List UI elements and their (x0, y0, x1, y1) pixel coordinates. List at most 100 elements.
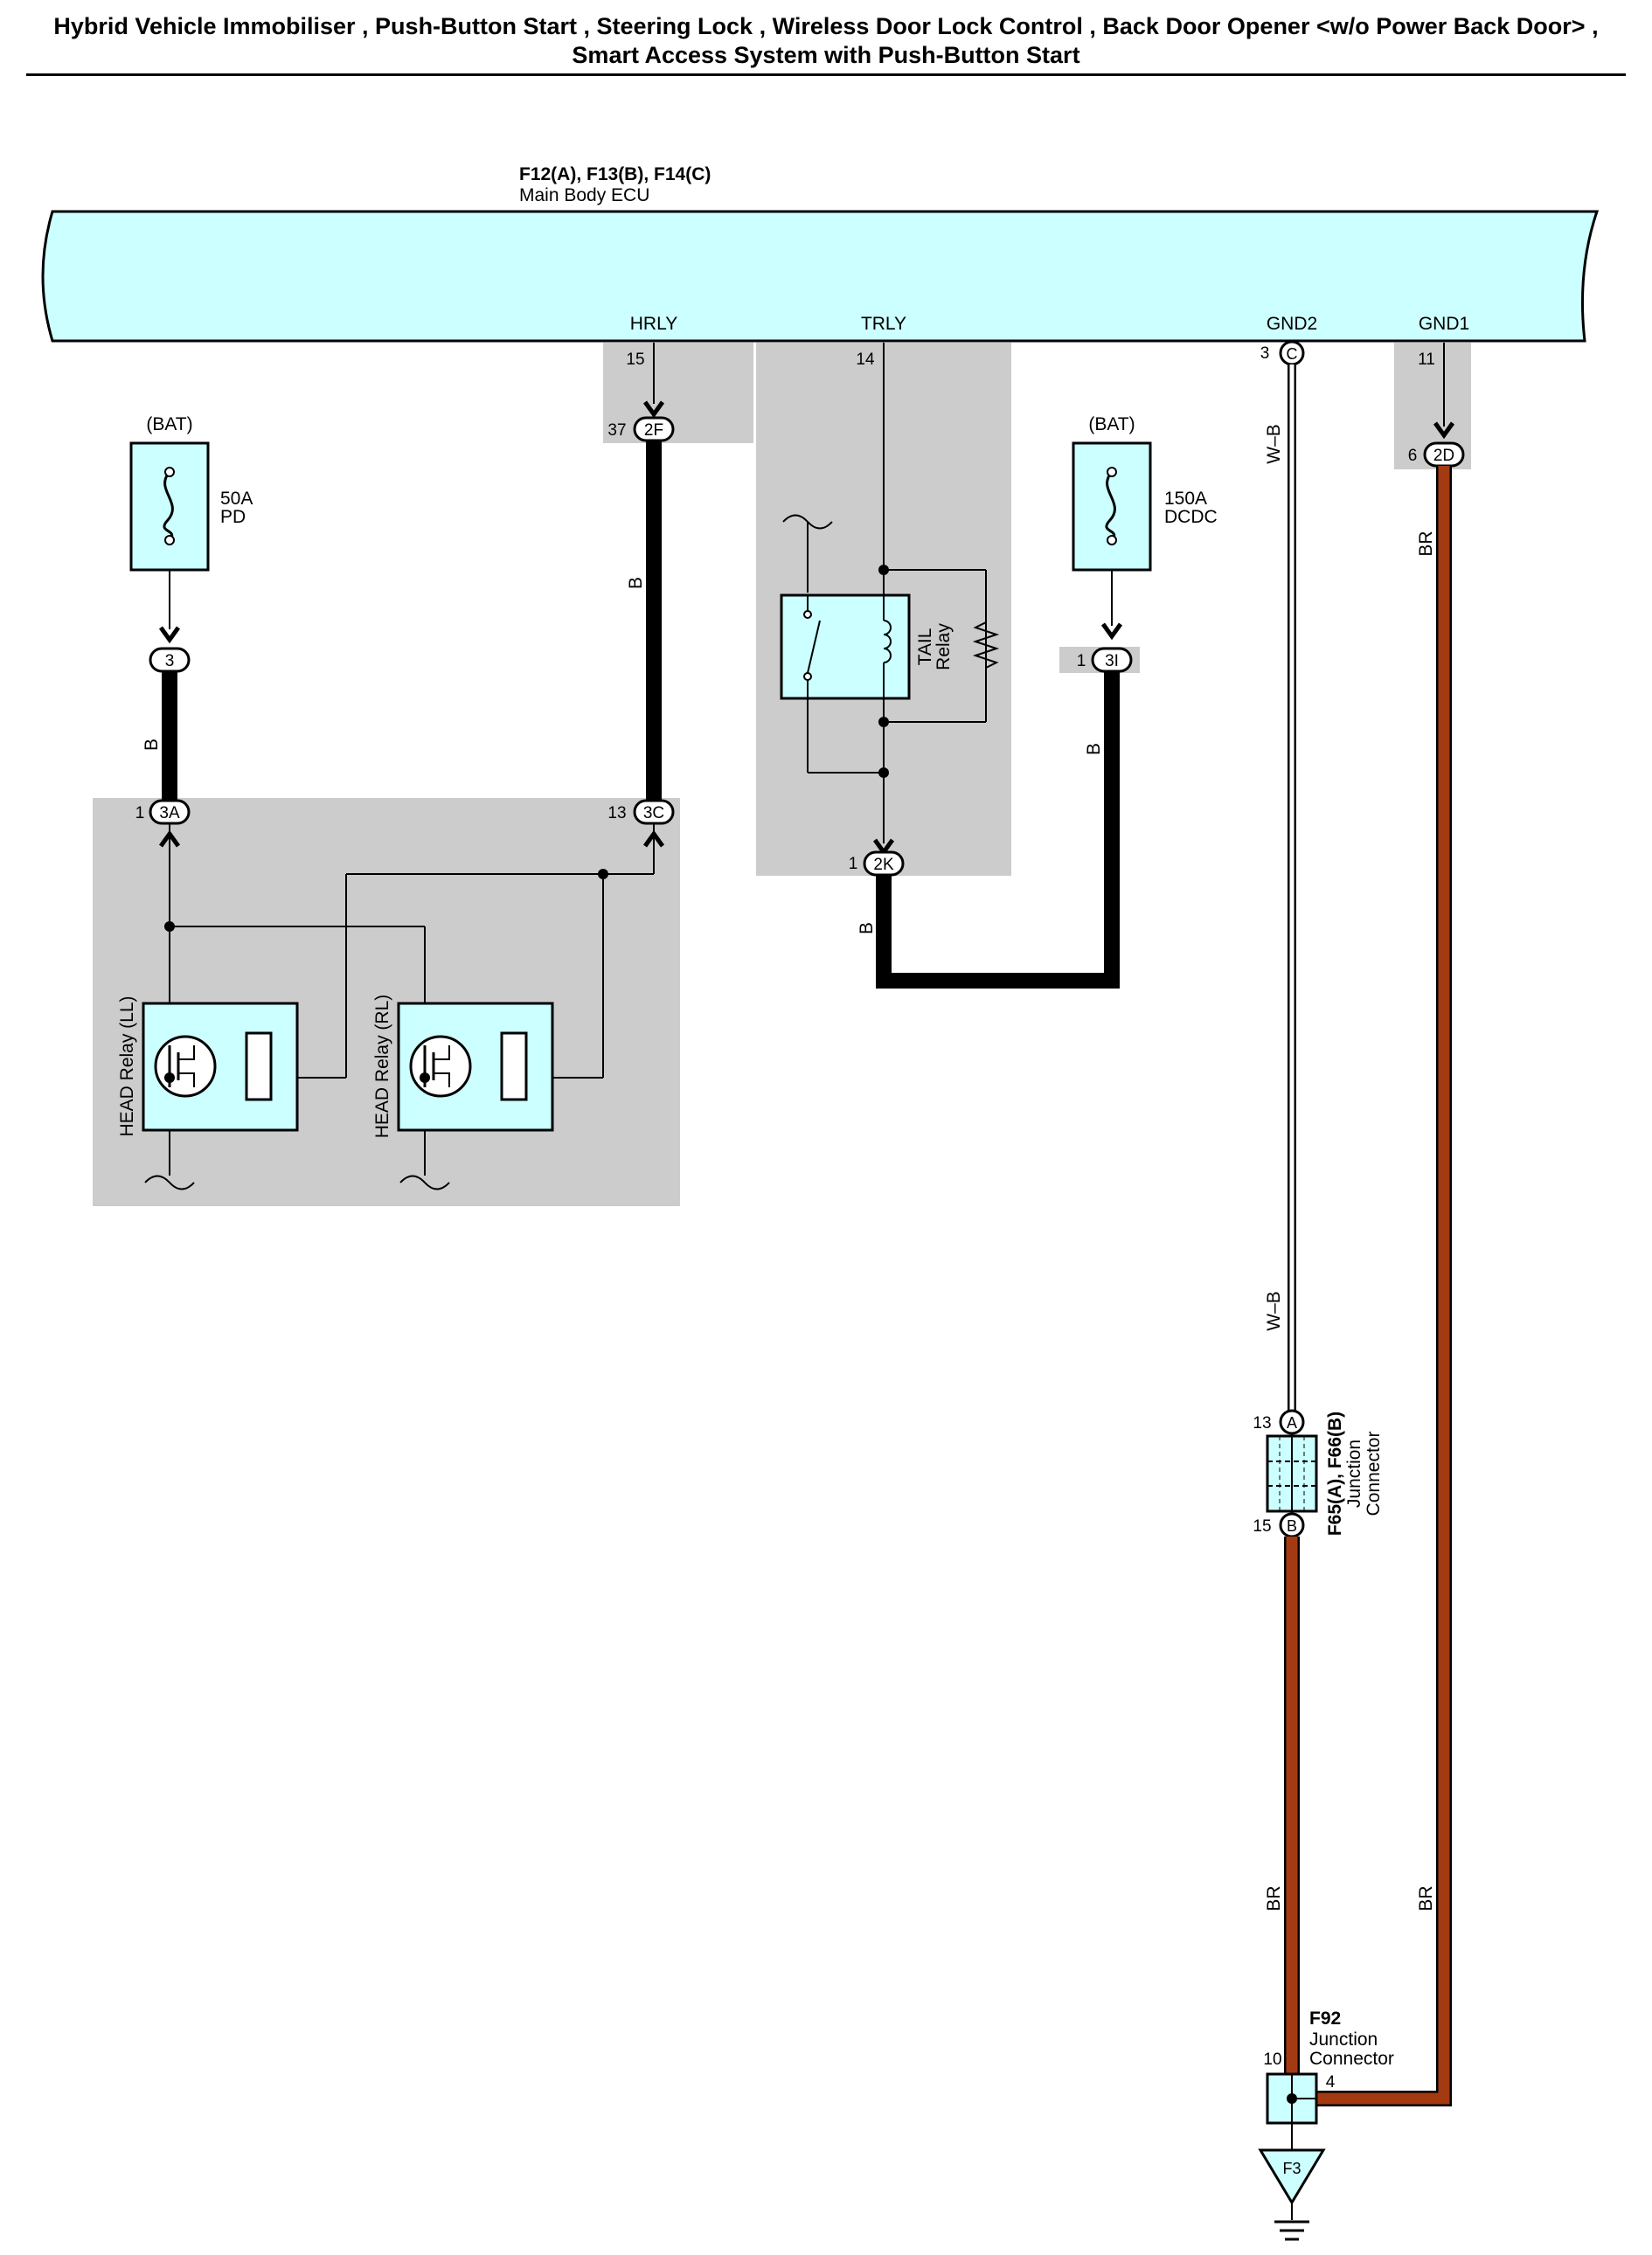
pin-gnd2: 3 (1260, 344, 1270, 363)
pin-f92-10: 10 (1263, 2050, 1281, 2069)
fuse-dcdc-element-icon (1105, 470, 1116, 541)
connector-3a: 3A (149, 799, 191, 825)
pin-f92-4: 4 (1326, 2073, 1336, 2092)
connector-b: B (1279, 1512, 1305, 1538)
connector-3i: 3I (1091, 647, 1133, 673)
fuse-dcdc: (BAT) 150A DCDC (1072, 414, 1218, 572)
f92-line1: Junction (1309, 2030, 1378, 2050)
wire-label-br3: BR (1416, 1885, 1436, 1911)
pin-3i: 1 (1077, 652, 1086, 670)
connector-2d-label: 2D (1433, 447, 1454, 465)
wire-br-gnd1 (1316, 466, 1452, 2106)
wire-label-br2: BR (1416, 531, 1436, 556)
tail-relay: TAIL Relay (780, 593, 954, 700)
tail-relay-switch-icon (807, 620, 821, 674)
ecu-name: Main Body ECU (519, 185, 649, 205)
title-line-2: Smart Access System with Push-Button Sta… (572, 42, 1080, 68)
connector-c-label: C (1287, 345, 1298, 363)
wire-label-b1: B (142, 739, 162, 751)
resistor-icon (972, 616, 1000, 673)
diagram-title: Hybrid Vehicle Immobiliser , Push-Button… (0, 12, 1652, 70)
pin-jc-a: 13 (1253, 1414, 1271, 1433)
connector-a: A (1279, 1409, 1305, 1435)
wire-label-b3: B (857, 922, 877, 934)
wire-label-br1: BR (1264, 1885, 1284, 1911)
fuse-dcdc-name: DCDC (1164, 507, 1218, 527)
connector-2f-label: 2F (644, 421, 663, 440)
wire-label-b4: B (1084, 743, 1104, 755)
transistor-rl-icon (409, 1035, 472, 1098)
fuse-pd-element-icon (163, 470, 174, 541)
title-line-1: Hybrid Vehicle Immobiliser , Push-Button… (53, 13, 1599, 39)
pin-2k: 1 (849, 855, 858, 873)
head-relay-ll: HEAD Relay (LL) (117, 996, 299, 1137)
connector-3: 3 (149, 647, 191, 673)
fuse-pd-source: (BAT) (146, 414, 192, 434)
wire-b-trly (876, 670, 1120, 989)
fuse-pd: (BAT) 50A PD (129, 414, 253, 572)
connector-b-label: B (1287, 1517, 1297, 1535)
pin-2d: 6 (1408, 447, 1418, 465)
junction-connector-line2: Connector (1364, 1432, 1384, 1516)
connector-2f: 2F (633, 416, 675, 442)
shaded-regions (93, 343, 1471, 1206)
fuse-dcdc-box (1072, 441, 1152, 572)
coil-ll (245, 1031, 273, 1101)
junction-connector-f65-f66: F65(A), F66(B) Junction Connector (1266, 1412, 1384, 1536)
wire-label-b2: B (626, 577, 646, 589)
pin-hrly: 15 (626, 350, 644, 369)
connector-3-label: 3 (165, 652, 175, 670)
shade-hrly (603, 343, 753, 443)
pin-3c: 13 (607, 804, 626, 822)
continuation-mark-tail (782, 514, 833, 530)
pin-gnd1: 11 (1418, 350, 1435, 369)
ground-triangle-icon (1258, 2148, 1326, 2205)
coil-rl (500, 1031, 528, 1101)
pin-3a: 1 (135, 804, 145, 822)
terminal-trly: TRLY (861, 314, 906, 334)
continuation-mark-ll (144, 1175, 195, 1190)
ground-f3: F3 (1258, 2148, 1326, 2241)
f92-code: F92 (1309, 2009, 1341, 2029)
tail-relay-label-1: TAIL (915, 628, 935, 666)
wire-label-wb2: W–B (1264, 1291, 1284, 1331)
connector-2k: 2K (863, 850, 905, 877)
head-relay-rl-label: HEAD Relay (RL) (372, 995, 392, 1139)
junction-connector-line1: Junction (1344, 1440, 1364, 1508)
title-divider (26, 73, 1626, 76)
transistor-ll-icon (154, 1035, 217, 1098)
main-body-ecu: F12(A), F13(B), F14(C) Main Body ECU HRL… (41, 164, 1600, 343)
connector-3i-label: 3I (1105, 652, 1119, 670)
f92-line2: Connector (1309, 2049, 1394, 2069)
connector-c: C (1279, 340, 1305, 366)
junction-connector-code: F65(A), F66(B) (1325, 1412, 1345, 1536)
fuse-pd-box (129, 441, 210, 572)
head-relay-ll-label: HEAD Relay (LL) (117, 996, 137, 1136)
ecu-box (41, 210, 1600, 343)
pin-jc-b: 15 (1253, 1517, 1271, 1536)
tail-relay-label-2: Relay (934, 623, 954, 670)
junction-connector-f92: F92 Junction Connector 10 4 (1263, 2009, 1394, 2125)
tail-relay-circuit (807, 343, 987, 843)
fuse-dcdc-source: (BAT) (1088, 414, 1135, 434)
continuation-mark-rl (399, 1175, 450, 1190)
ecu-code: F12(A), F13(B), F14(C) (519, 164, 711, 184)
tail-relay-coil-icon (883, 620, 892, 663)
connector-2k-label: 2K (873, 856, 894, 874)
fuse-pd-rating: 50A (220, 489, 253, 509)
terminal-hrly: HRLY (630, 314, 677, 334)
head-relay-rl: HEAD Relay (RL) (372, 995, 554, 1139)
fuse-pd-name: PD (220, 507, 246, 527)
terminal-gnd1: GND1 (1419, 314, 1469, 334)
pin-trly: 14 (856, 350, 875, 369)
connector-3c-label: 3C (643, 804, 664, 822)
connector-3a-label: 3A (159, 804, 180, 822)
connector-a-label: A (1287, 1414, 1297, 1432)
wire-label-wb1: W–B (1264, 424, 1284, 464)
fuse-dcdc-rating: 150A (1164, 489, 1207, 509)
connector-3c: 3C (633, 799, 675, 825)
ground-f3-label: F3 (1282, 2160, 1301, 2177)
connector-2d: 2D (1423, 441, 1465, 468)
terminal-gnd2: GND2 (1267, 314, 1317, 334)
